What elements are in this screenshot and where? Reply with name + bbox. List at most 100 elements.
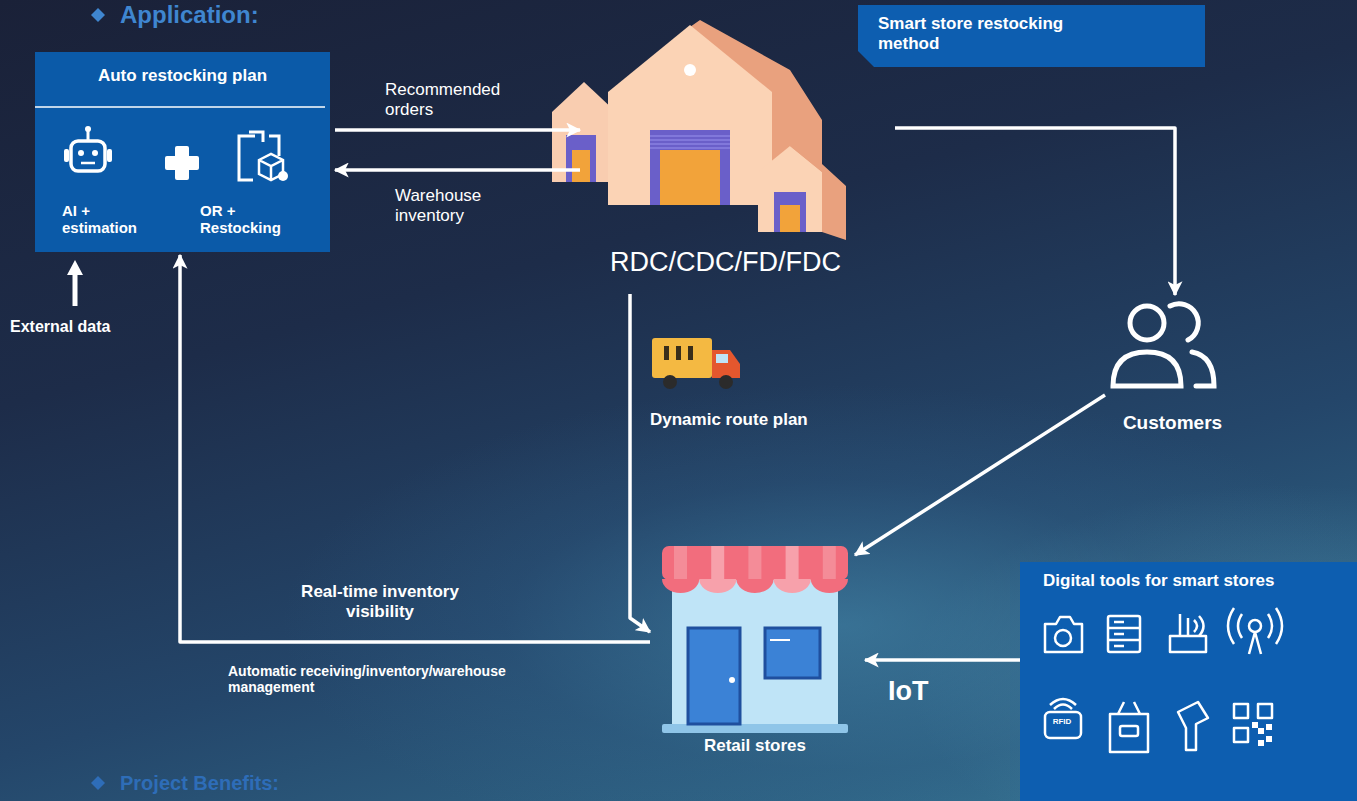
awning-stripe: [748, 546, 761, 580]
server-slot: [1114, 633, 1124, 636]
flow-connector: [335, 168, 580, 172]
awning-scallop: [811, 579, 848, 593]
plus-sign: [165, 156, 199, 170]
server-icon: [1108, 616, 1140, 652]
warehouse-door: [566, 135, 596, 182]
edge-label: Real-time inventory visibility: [265, 582, 495, 621]
qr-corner: [1234, 704, 1248, 718]
qr-dot: [1258, 728, 1264, 734]
edge-label: Dynamic route plan: [650, 410, 810, 430]
tool-icons: [1045, 608, 1282, 752]
store-window: [765, 628, 820, 678]
antenna-node: [1249, 620, 1261, 632]
free-label: External data: [10, 318, 160, 336]
store-wall: [672, 578, 838, 728]
store-illustration: [662, 546, 848, 733]
router-antenna: [1179, 614, 1182, 636]
node-heading: RDC/CDC/FD/FDC: [610, 247, 895, 278]
robot-ear: [107, 149, 112, 162]
store-awning: [662, 546, 848, 580]
method-tab: Smart store restocking method: [858, 5, 1205, 67]
warehouse-door: [774, 192, 806, 232]
node-heading: Smart store restocking method: [878, 14, 1128, 53]
reader-icon: [1110, 702, 1148, 752]
flow-connector: [895, 128, 1175, 295]
robot-head: [71, 141, 105, 171]
truck-stripe: [676, 346, 681, 360]
flow-connector: [855, 395, 1105, 555]
awning-scallop: [699, 579, 736, 593]
rfid-waves: [1050, 699, 1076, 709]
warehouse-small: [552, 82, 616, 182]
server-slot: [1114, 645, 1124, 648]
free-label: RFID: [1047, 717, 1077, 726]
truck-stripe: [664, 346, 669, 360]
truck-wheel: [663, 375, 677, 389]
truck-stripe: [688, 346, 693, 360]
edge-label: Warehouse inventory: [395, 186, 520, 225]
header-rule: [35, 106, 325, 108]
free-label: Automatic receiving/inventory/warehouse …: [228, 663, 558, 695]
bullet-diamond: [91, 776, 105, 790]
person-body: [1192, 352, 1214, 386]
awning-scallop: [774, 579, 811, 593]
flow-connector: [865, 658, 1020, 662]
warehouse-main: [608, 25, 772, 205]
person-head: [1170, 304, 1198, 340]
node-heading: Customers: [1090, 412, 1255, 434]
flow-connector: [335, 128, 580, 132]
warehouse-illustration: [552, 20, 846, 240]
awning-scallop: [662, 579, 699, 593]
person-head: [1130, 306, 1164, 340]
antenna-icon: [1228, 608, 1282, 654]
warehouse-node: RDC/CDC/FD/FDC: [580, 15, 895, 290]
truck-icon: [652, 338, 740, 389]
flow-connector: [630, 294, 650, 632]
router-waves: [1194, 616, 1204, 636]
robot-ear: [64, 149, 69, 162]
node-heading: Retail stores: [650, 736, 860, 756]
awning-stripe: [711, 546, 724, 580]
router-antenna: [1187, 618, 1190, 636]
warehouse-door-panel: [660, 150, 720, 205]
truck-cargo: [652, 338, 712, 378]
qr-dot: [1266, 736, 1272, 742]
server-slot: [1108, 627, 1140, 630]
truck-wheel: [719, 375, 733, 389]
awning-stripe: [786, 546, 799, 580]
server-slot: [1108, 639, 1140, 642]
store-node: Retail stores: [650, 540, 860, 765]
robot-mouth: [81, 162, 95, 165]
rfid-icon: [1045, 712, 1081, 738]
node-heading: Auto restocking plan: [35, 66, 330, 86]
bullet-diamond: [91, 8, 105, 22]
edge-label: IoT: [888, 676, 958, 707]
router-icon: [1170, 636, 1206, 652]
tools-icons: [1020, 562, 1357, 801]
input-arrow-head: [67, 260, 83, 275]
door-knob: [729, 677, 735, 683]
qr-corner: [1234, 728, 1248, 742]
node-text: OR + Restocking: [200, 202, 310, 237]
warehouse-door-panel: [780, 205, 800, 232]
edge-label: Recommended orders: [385, 80, 525, 119]
door-stripe: [650, 143, 730, 145]
camera-lens: [1055, 630, 1071, 646]
camera-icon: [1045, 617, 1082, 652]
truck-cab: [712, 350, 740, 378]
page-title: Application:: [120, 1, 259, 29]
robot-antenna-tip: [85, 126, 91, 132]
reader-screen: [1120, 726, 1138, 736]
window-glint: [770, 639, 790, 641]
door-stripe: [650, 147, 730, 149]
awning-stripe: [823, 546, 836, 580]
awning-scallop: [736, 579, 773, 593]
tools-box: Digital tools for smart stores: [1020, 562, 1357, 801]
store-door: [688, 628, 740, 724]
warehouse-door-panel: [572, 150, 590, 182]
qr-corner: [1258, 704, 1272, 718]
customers-icon: [1113, 304, 1214, 386]
qr-dot: [1252, 722, 1258, 728]
person-body: [1113, 352, 1181, 386]
